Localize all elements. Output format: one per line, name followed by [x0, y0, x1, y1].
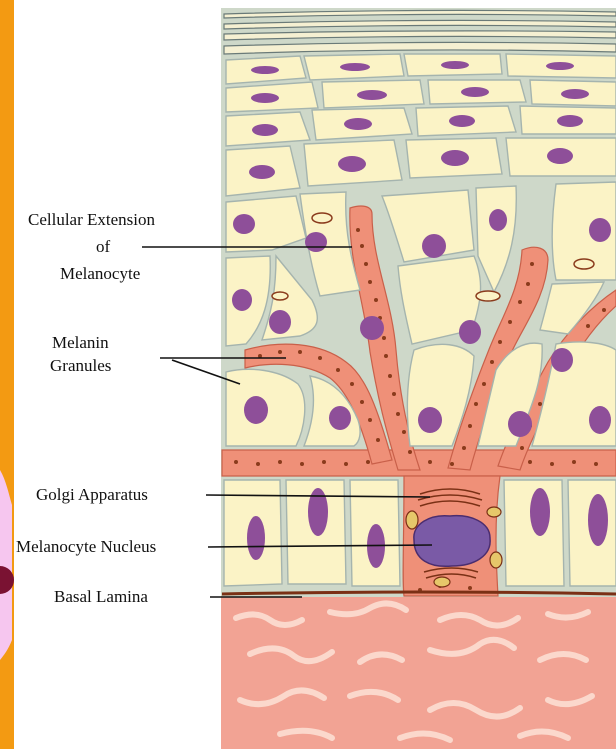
dermis — [221, 597, 616, 749]
label-golgi-apparatus: Golgi Apparatus — [36, 484, 148, 506]
label-melanin-line2: Granules — [50, 355, 111, 377]
label-melanocyte-nucleus: Melanocyte Nucleus — [16, 536, 156, 558]
label-cellular-extension-line1: Cellular Extension — [28, 209, 155, 231]
label-cellular-extension-line3: Melanocyte — [60, 263, 140, 285]
label-basal-lamina: Basal Lamina — [54, 586, 148, 608]
upper-keratinocytes — [226, 54, 616, 196]
label-melanin-line1: Melanin — [52, 332, 109, 354]
label-cellular-extension-line2: of — [96, 236, 110, 258]
left-frame-decoration — [0, 0, 14, 749]
melanocyte-nucleus — [414, 516, 490, 567]
